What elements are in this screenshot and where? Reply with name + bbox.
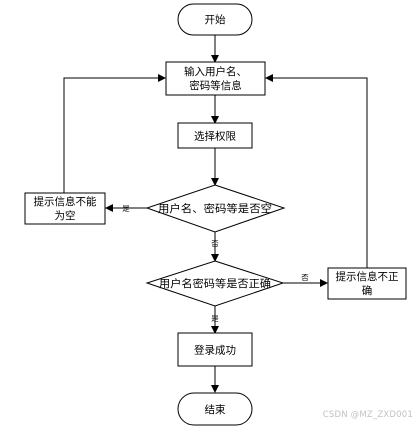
edge-label-empty-no: 否 — [211, 239, 219, 248]
end-node: 结束 — [177, 392, 253, 426]
select-permission-node: 选择权限 — [177, 122, 253, 149]
edge-incorrect-back-to-input — [265, 74, 368, 268]
incorrect-warning-node: 提示信息不正 确 — [327, 267, 407, 300]
check-empty-decision: 用户名、密码等是否空 — [145, 184, 286, 233]
success-label: 登录成功 — [194, 344, 236, 357]
edge-label-correct-no: 否 — [301, 273, 309, 282]
input-process-node: 输入用户名、 密码等信息 — [165, 61, 266, 96]
watermark: CSDN @MZ_ZXD001 — [322, 410, 413, 420]
end-label: 结束 — [205, 403, 226, 416]
check-correct-label: 用户名密码等是否正确 — [159, 277, 271, 290]
incorrect-warning-line2: 确 — [362, 284, 373, 297]
start-node: 开始 — [177, 3, 253, 36]
input-label-line1: 输入用户名、 — [184, 65, 247, 78]
incorrect-warning-line1: 提示信息不正 — [336, 270, 399, 283]
edge-warning-back-to-input — [63, 74, 166, 193]
input-label-line2: 密码等信息 — [189, 79, 242, 92]
empty-warning-node: 提示信息不能 为空 — [24, 192, 106, 225]
select-label: 选择权限 — [194, 130, 236, 143]
edge-label-empty-yes: 是 — [122, 204, 130, 213]
empty-warning-line2: 为空 — [55, 209, 76, 222]
start-label: 开始 — [205, 13, 226, 26]
check-correct-decision: 用户名密码等是否正确 — [145, 260, 285, 307]
check-empty-label: 用户名、密码等是否空 — [158, 202, 272, 215]
empty-warning-line1: 提示信息不能 — [34, 195, 97, 208]
edge-label-correct-yes: 是 — [211, 314, 219, 323]
success-node: 登录成功 — [177, 332, 253, 367]
